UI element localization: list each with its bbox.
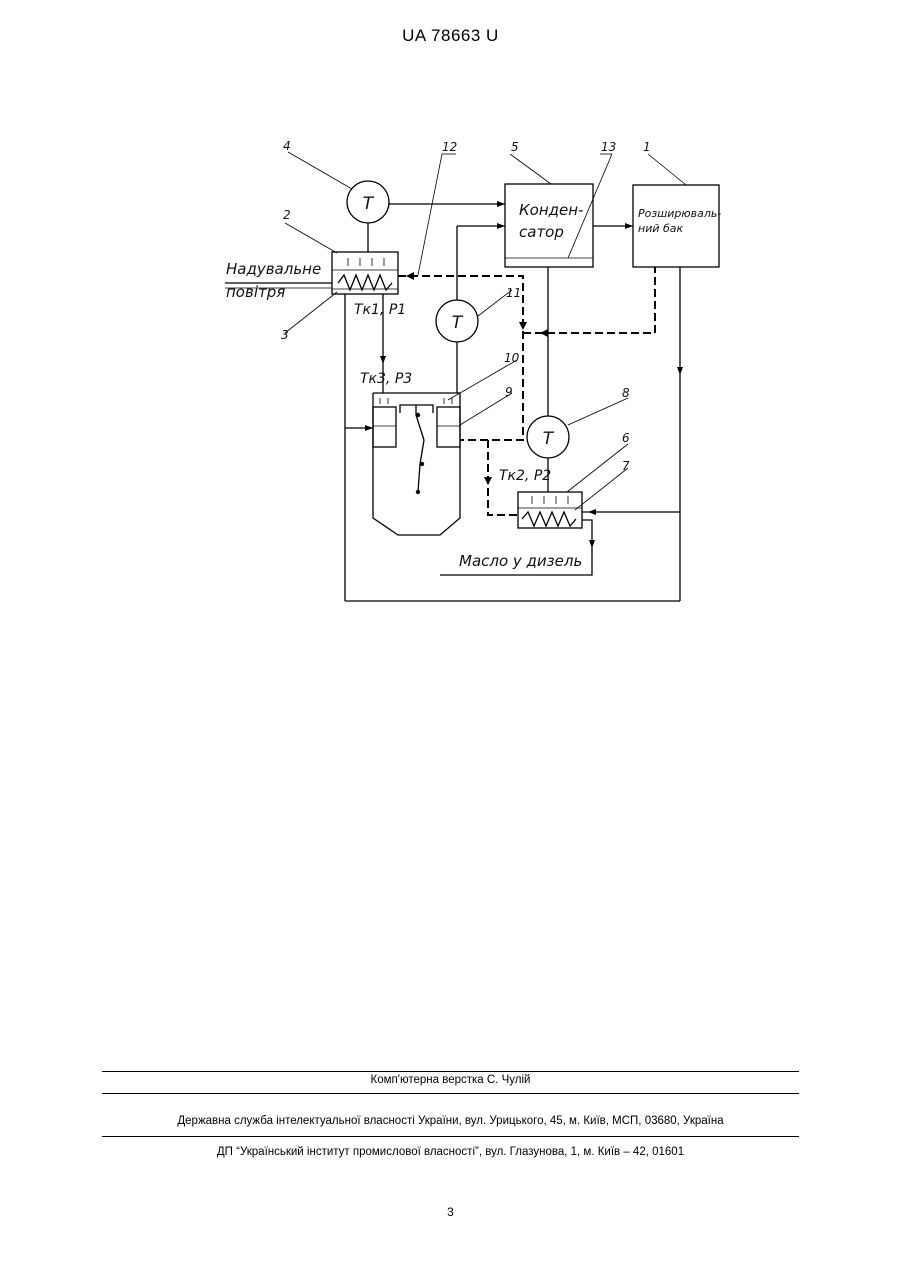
schematic-diagram: T Конден- сатор Розширюваль- ний бак T xyxy=(0,0,901,640)
callout-12: 12 xyxy=(442,140,457,154)
callout-13: 13 xyxy=(601,140,616,154)
footer-rule-3 xyxy=(102,1136,799,1137)
condenser-label-1: Конден- xyxy=(519,201,583,219)
footer-rule-1 xyxy=(102,1071,799,1072)
air-label-2: повітря xyxy=(226,283,285,301)
callout-3: 3 xyxy=(281,328,289,342)
callout-9: 9 xyxy=(505,385,513,399)
footer-rule-2 xyxy=(102,1093,799,1094)
callout-8: 8 xyxy=(622,386,630,400)
callout-11: 11 xyxy=(506,286,521,300)
air-label-1: Надувальне xyxy=(226,260,321,278)
callout-10: 10 xyxy=(504,351,520,365)
thermometer-4-symbol: T xyxy=(363,194,375,214)
callout-5: 5 xyxy=(511,140,519,154)
callout-6: 6 xyxy=(622,431,630,445)
condenser-5: Конден- сатор xyxy=(505,184,593,267)
callout-4: 4 xyxy=(283,139,291,153)
oil-label: Масло у дизель xyxy=(459,552,582,570)
separator-9 xyxy=(373,393,460,535)
tk3-label: Тк3, Р3 xyxy=(360,371,412,387)
thermometer-8-symbol: T xyxy=(543,429,555,449)
thermometer-11-symbol: T xyxy=(452,313,464,333)
thermometer-4: T xyxy=(347,181,505,252)
oil-cooler-6 xyxy=(518,492,582,528)
callout-1: 1 xyxy=(643,140,651,154)
callout-2: 2 xyxy=(283,208,291,222)
institute-address: ДП “Український інститут промислової вла… xyxy=(0,1146,901,1158)
air-cooler-2 xyxy=(332,252,398,294)
tk1-label: Тк1, Р1 xyxy=(354,302,406,318)
expansion-tank-1: Розширюваль- ний бак xyxy=(633,185,721,267)
tk2-label: Тк2, Р2 xyxy=(499,468,551,484)
callout-7: 7 xyxy=(622,459,630,473)
condenser-label-2: сатор xyxy=(519,223,564,241)
thermometer-8: T xyxy=(527,267,569,492)
page-number: 3 xyxy=(0,1205,901,1219)
thermometer-11: T xyxy=(436,223,505,393)
tank-label-1: Розширюваль- xyxy=(638,207,721,220)
tank-label-2: ний бак xyxy=(638,222,684,235)
agency-address: Державна служба інтелектуальної власност… xyxy=(0,1115,901,1127)
typesetting-credit: Комп'ютерна верстка С. Чулій xyxy=(0,1074,901,1086)
